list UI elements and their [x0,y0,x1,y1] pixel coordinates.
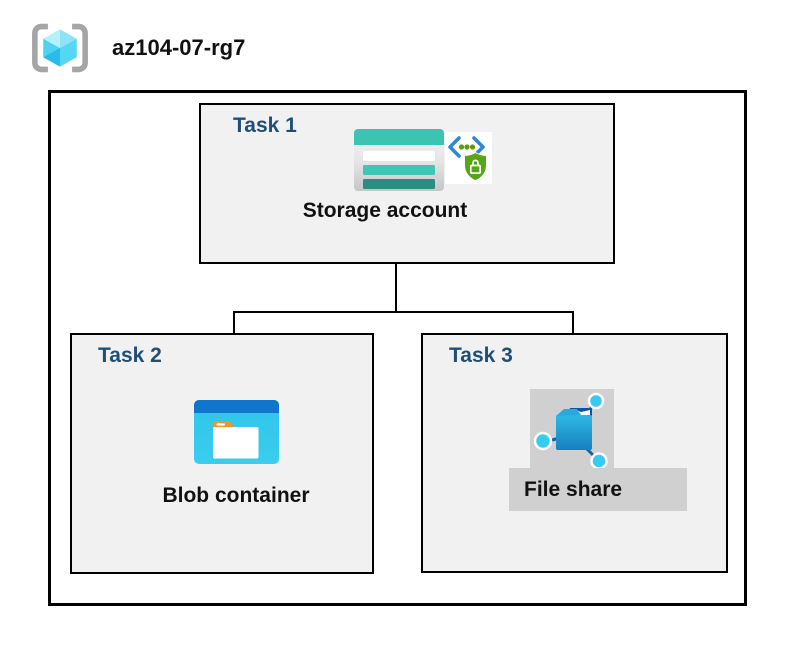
blob-container-label: Blob container [162,484,310,507]
storage-account-label: Storage account [302,199,468,222]
connector-storage-stem [395,236,397,313]
file-share-label: File share [509,468,687,511]
task2-label: Task 2 [98,344,162,367]
blob-container-icon [194,400,279,464]
sas-lock-icon [445,132,492,184]
file-share-icon-highlight [530,389,614,470]
task1-label: Task 1 [233,114,297,137]
resource-group-title: az104-07-rg7 [112,35,246,60]
file-share-icon [533,392,608,470]
connector-branch [233,311,574,313]
task3-label: Task 3 [449,344,513,367]
resource-group-icon [32,23,88,73]
storage-account-icon [354,129,444,191]
